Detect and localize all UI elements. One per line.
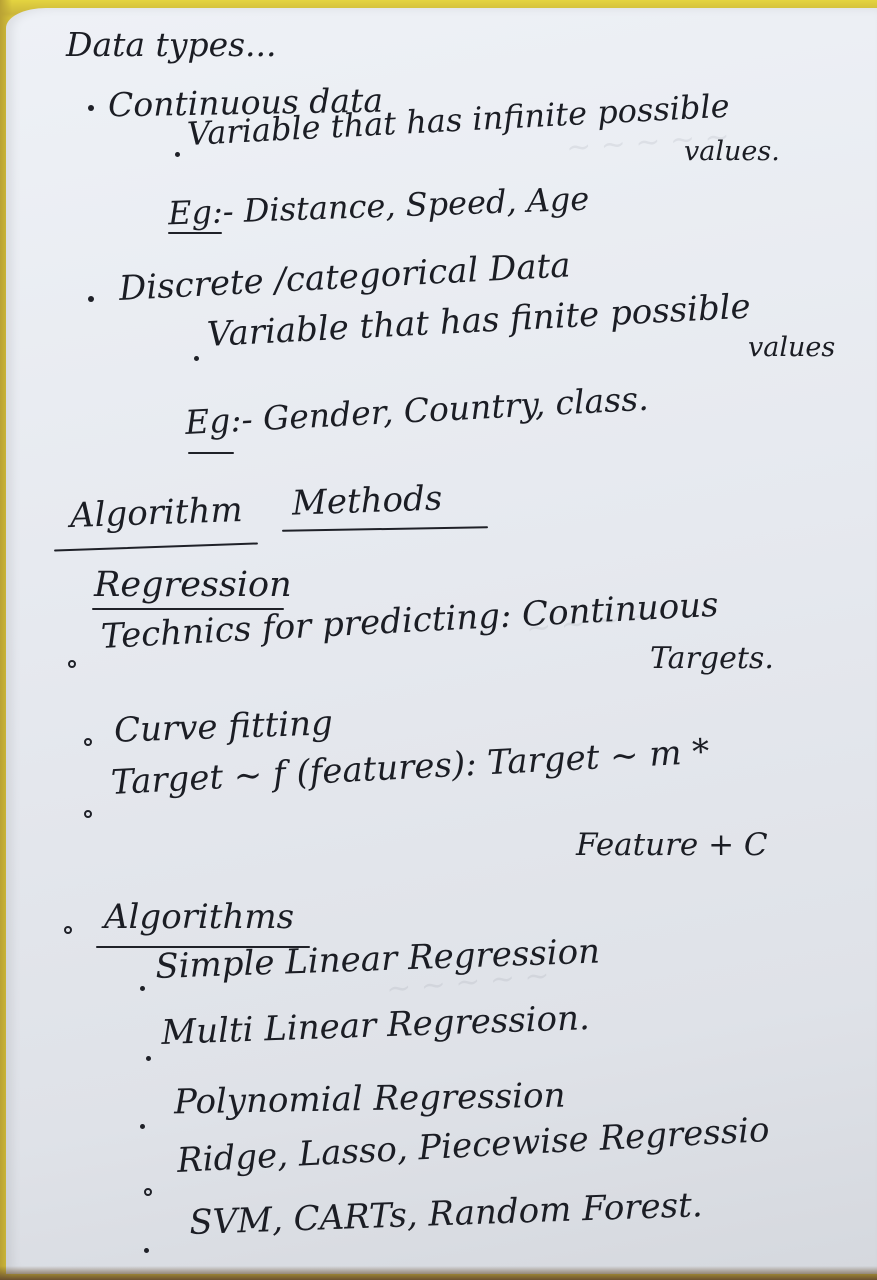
eg-underline <box>168 232 222 234</box>
notebook-page: ~ ~ ~ ~ ~ ~ ~ ~ ~ ~ ~ ~ ~ ~ <box>6 8 877 1274</box>
bullet-dot <box>68 660 76 668</box>
bullet-dot <box>84 738 92 746</box>
bullet-dot <box>84 810 92 818</box>
regression-point3-line2: Feature + C <box>576 827 768 863</box>
sub-bullet-dot <box>140 1124 145 1129</box>
discrete-definition-line2: values <box>748 332 836 363</box>
bullet-dot <box>64 926 72 934</box>
sub-bullet-dot <box>175 152 180 157</box>
page-heading: Data types... <box>66 25 277 64</box>
methods-heading-word: Methods <box>291 478 443 524</box>
regression-underline <box>92 608 284 610</box>
sub-bullet-dot <box>146 1056 151 1061</box>
sub-bullet-dot <box>140 986 145 991</box>
page-bottom-shadow <box>0 1266 877 1280</box>
continuous-definition-line2: values. <box>684 136 780 167</box>
algorithms-underline <box>96 946 310 948</box>
algorithm-heading-word: Algorithm <box>69 490 244 536</box>
bullet-dot <box>88 105 94 111</box>
bullet-dot <box>88 296 94 302</box>
regression-point1-line2: Targets. <box>650 641 774 676</box>
bullet-dot <box>144 1188 152 1196</box>
regression-point2: Curve fitting <box>113 703 334 751</box>
sub-bullet-dot <box>144 1248 149 1253</box>
eg-underline <box>188 452 234 454</box>
sub-bullet-dot <box>194 356 199 361</box>
regression-title: Regression <box>94 565 292 605</box>
algorithms-title: Algorithms <box>104 897 295 937</box>
algorithm-item: Polynomial Regression <box>173 1075 566 1123</box>
